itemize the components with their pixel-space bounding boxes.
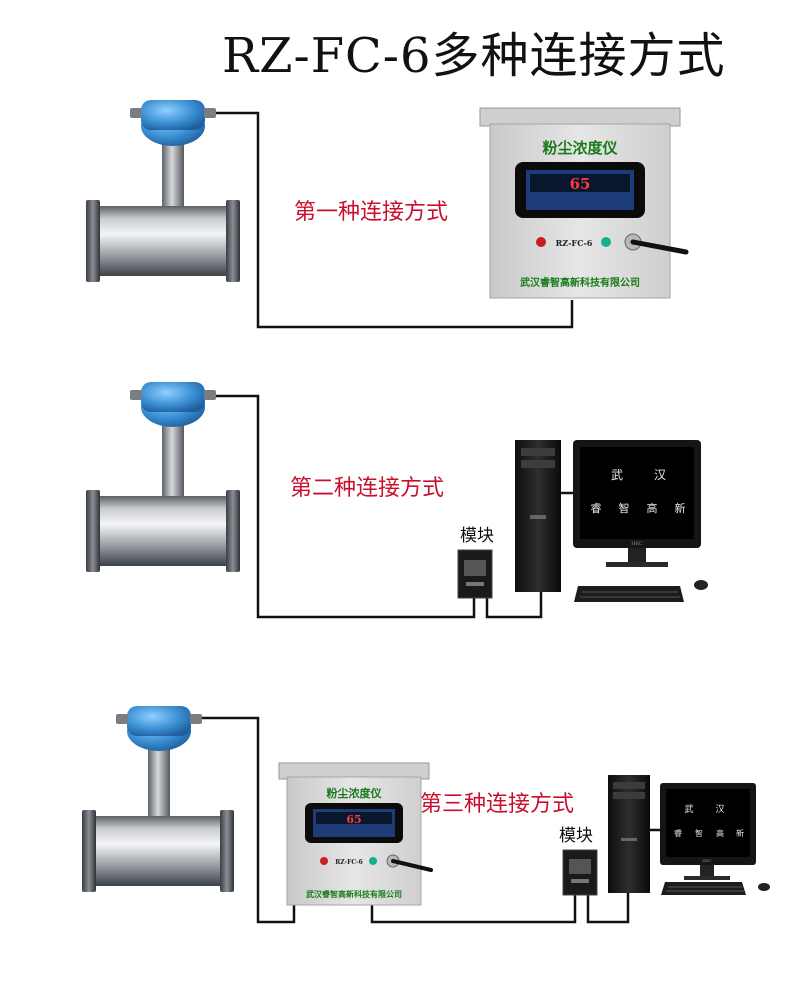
cabinet-company: 武汉睿智高新科技有限公司	[520, 276, 640, 289]
mouse-3	[758, 883, 770, 891]
converter-module-3	[562, 849, 598, 896]
module-3-label: 模块	[559, 826, 593, 846]
cabinet-name: 粉尘浓度仪	[327, 786, 383, 800]
monitor-text-4: 智	[695, 828, 703, 838]
monitor-text-6: 新	[736, 828, 744, 838]
pc-monitor-2: 武 汉 睿 智 高 新 HKC	[573, 440, 701, 567]
monitor-text-2: 汉	[715, 804, 724, 815]
monitor-text-6: 新	[675, 501, 686, 515]
page-title: RZ-FC-6多种连接方式	[222, 28, 726, 84]
monitor-text-1: 武	[684, 803, 693, 815]
wire-1	[216, 111, 574, 329]
dust-instrument-cabinet-1: 粉尘浓度仪 65 RZ-FC-6 武汉睿智高新科技有限公司	[479, 107, 689, 299]
wire-2	[216, 394, 575, 619]
monitor-text-1: 武	[611, 468, 623, 482]
flowmeter-sensor-3	[82, 706, 234, 892]
cabinet-company: 武汉睿智高新科技有限公司	[306, 889, 402, 899]
converter-module-2	[457, 549, 493, 599]
pc-tower-2	[515, 440, 561, 592]
monitor-text-3: 睿	[591, 501, 602, 515]
cabinet-name: 粉尘浓度仪	[542, 139, 618, 157]
monitor-text-5: 高	[647, 501, 658, 515]
monitor-brand: HKC	[702, 858, 711, 863]
mouse-2	[694, 580, 708, 590]
wire-3	[202, 716, 660, 924]
cabinet-model: RZ-FC-6	[335, 859, 363, 866]
method-3-label: 第三种连接方式	[420, 792, 575, 817]
monitor-text-2: 汉	[654, 468, 666, 482]
display-readout: 65	[570, 175, 591, 193]
module-2-label: 模块	[460, 526, 494, 546]
monitor-text-3: 睿	[674, 829, 682, 838]
cabinet-model: RZ-FC-6	[556, 238, 593, 248]
dust-instrument-cabinet-3: 粉尘浓度仪 65 RZ-FC-6 武汉睿智高新科技有限公司	[278, 762, 433, 906]
method-1-label: 第一种连接方式	[294, 200, 449, 225]
pc-monitor-3: 武 汉 睿 智 高 新 HKC	[660, 783, 756, 880]
monitor-text-5: 高	[716, 828, 724, 838]
keyboard-2	[574, 586, 684, 602]
monitor-brand: HKC	[631, 541, 643, 547]
display-readout: 65	[346, 813, 361, 826]
monitor-text-4: 智	[619, 501, 630, 515]
flowmeter-sensor-2	[86, 382, 240, 572]
pc-tower-3	[608, 775, 650, 893]
method-2-label: 第二种连接方式	[290, 476, 445, 501]
keyboard-3	[661, 882, 746, 895]
flowmeter-sensor-1	[86, 100, 240, 282]
